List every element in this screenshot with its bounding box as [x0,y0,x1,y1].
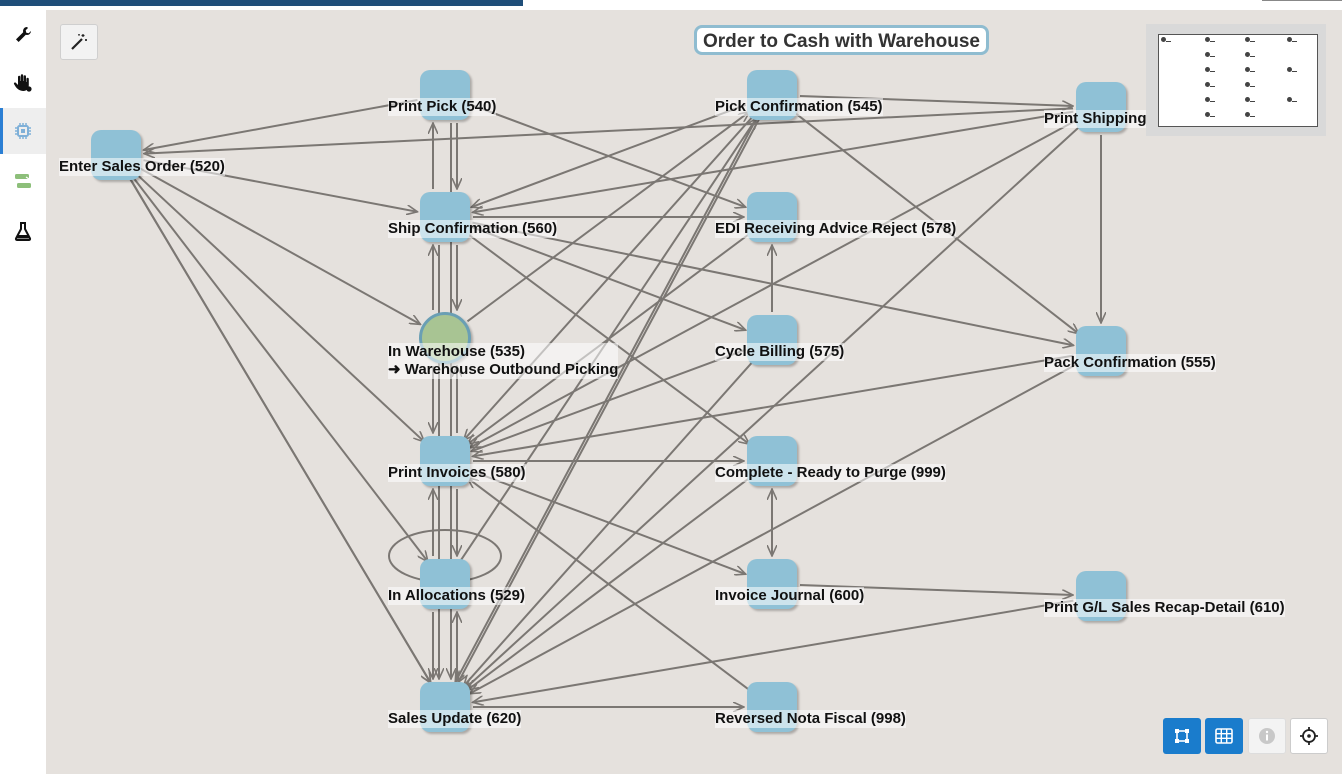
node-label-in-warehouse-title: In Warehouse (535) [388,343,525,360]
chip-icon [15,123,31,139]
sidebar-item-tools[interactable] [0,12,46,58]
diagram-canvas[interactable]: Order to Cash with Warehouse Print Pick … [46,10,1342,774]
transition-edge [144,107,1074,153]
transition-edge [144,99,418,150]
minimap-node [1245,37,1250,42]
minimap-node [1287,67,1292,72]
diagram-title: Order to Cash with Warehouse [694,25,989,55]
minimap-viewport[interactable] [1158,34,1318,127]
transition-edge [466,112,749,323]
minimap-node [1287,97,1292,102]
transition-edge [473,110,1074,213]
node-label-in-warehouse-sub[interactable]: ➜ Warehouse Outbound Picking [388,361,619,378]
node-label-pick-confirmation: Pick Confirmation (545) [715,98,883,116]
transition-edge [139,167,420,325]
transition-edge [470,103,746,207]
transition-edge [473,599,1074,703]
node-label-in-warehouse: In Warehouse (535) ➜ Warehouse Outbound … [388,343,619,379]
minimap-label [1210,86,1215,87]
node-label-cycle-billing: Cycle Billing (575) [715,343,845,361]
sidebar-item-transfer[interactable] [0,158,46,204]
minimap-node [1205,82,1210,87]
sidebar-item-hand[interactable] [0,60,46,106]
minimap-node [1205,112,1210,117]
node-label-print-shipping: Print Shipping [1044,110,1147,128]
grid-icon [1215,728,1233,744]
node-label-print-invoices: Print Invoices (580) [388,464,526,482]
transition-edge [467,477,751,690]
minimap-label [1210,56,1215,57]
minimap-label [1250,56,1255,57]
minimap-label [1210,101,1215,102]
node-label-print-gl-sales-recap: Print G/L Sales Recap-Detail (610) [1044,599,1285,617]
top-progress-bar [0,0,1342,8]
minimap-label [1210,116,1215,117]
minimap-node [1245,52,1250,57]
transition-edge [471,348,747,452]
minimap-label [1292,71,1297,72]
minimap-node [1245,67,1250,72]
fit-view-button[interactable] [1163,718,1201,754]
info-icon [1259,728,1275,744]
minimap-node [1205,37,1210,42]
transition-edge [470,225,746,330]
fit-view-icon [1175,729,1189,743]
transition-edge [799,95,1073,106]
minimap-node [1205,97,1210,102]
minimap-node [1245,112,1250,117]
minimap-label [1250,41,1255,42]
transition-edge [132,176,428,562]
minimap-node [1161,37,1166,42]
minimap-label [1210,71,1215,72]
minimap-node [1245,97,1250,102]
transition-edge [459,118,757,562]
minimap-node [1245,82,1250,87]
progress-fill [0,0,523,6]
node-label-enter-sales-order: Enter Sales Order (520) [59,158,225,176]
node-label-reversed-nota-fiscal: Reversed Nota Fiscal (998) [715,710,906,728]
node-label-edi-receiving-advice-reject: EDI Receiving Advice Reject (578) [715,220,957,238]
transition-edge [135,173,425,442]
hand-icon [13,74,32,92]
node-label-pack-confirmation: Pack Confirmation (555) [1044,354,1216,372]
node-label-print-pick: Print Pick (540) [388,98,497,116]
minimap-label [1250,116,1255,117]
left-sidebar [0,10,46,784]
flask-icon [14,222,32,241]
wrench-icon [16,27,31,42]
node-label-invoice-journal: Invoice Journal (600) [715,587,865,605]
minimap-node [1205,67,1210,72]
transfer-icon [15,174,31,188]
transition-edge [470,469,746,574]
diagram-minimap[interactable] [1146,24,1326,136]
minimap-label [1292,41,1297,42]
node-label-sales-update: Sales Update (620) [388,710,522,728]
transition-edge [799,584,1073,595]
minimap-label [1210,41,1215,42]
info-button[interactable] [1248,718,1286,754]
sidebar-item-lab[interactable] [0,208,46,254]
sidebar-item-processing[interactable] [0,108,46,154]
center-view-button[interactable] [1290,718,1328,754]
minimap-label [1292,101,1297,102]
minimap-label [1250,101,1255,102]
grid-view-button[interactable] [1205,718,1243,754]
node-label-complete-ready-to-purge: Complete - Ready to Purge (999) [715,464,946,482]
top-right-divider [1262,0,1342,1]
node-label-ship-confirmation: Ship Confirmation (560) [388,220,558,238]
minimap-node [1287,37,1292,42]
auto-layout-button[interactable] [60,24,98,60]
crosshair-icon [1300,727,1318,745]
minimap-label [1250,86,1255,87]
minimap-label [1166,41,1171,42]
minimap-label [1250,71,1255,72]
node-label-in-allocations: In Allocations (529) [388,587,525,605]
transition-edge [129,178,430,683]
transition-edge [473,354,1074,457]
magic-wand-icon [71,34,87,50]
minimap-node [1205,52,1210,57]
